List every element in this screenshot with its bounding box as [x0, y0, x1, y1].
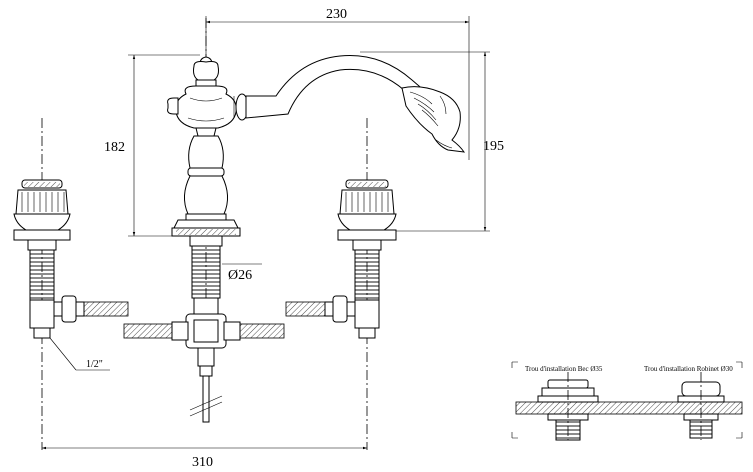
dimension-310: 310 [42, 446, 367, 470]
installation-detail: Trou d'installation Bec Ø35 Trou d'insta… [511, 361, 743, 441]
spout-hole-assembly [537, 372, 599, 441]
right-handle [285, 179, 397, 339]
tap-hole-assembly [677, 372, 725, 440]
dimension-label-310: 310 [192, 455, 213, 470]
dimension-label-230: 230 [326, 7, 347, 22]
dimension-230: 230 [205, 7, 470, 160]
center-hoses [123, 323, 285, 339]
note-spout-hole: Trou d'installation Bec Ø35 [525, 365, 603, 373]
dimension-195: 195 [360, 51, 504, 232]
spout-body [167, 56, 249, 423]
dimension-label-diameter: Ø26 [228, 268, 252, 283]
spout-arm [245, 55, 466, 153]
connection-label: 1/2" [86, 359, 103, 370]
dimension-label-182: 182 [104, 140, 125, 155]
dimension-diameter-26: Ø26 [222, 263, 262, 283]
left-handle [13, 179, 129, 339]
note-tap-hole: Trou d'installation Robinet Ø30 [644, 365, 733, 373]
dimension-182: 182 [104, 54, 200, 237]
dimension-half-inch: 1/2" [49, 337, 110, 371]
dimension-label-195: 195 [483, 139, 504, 154]
